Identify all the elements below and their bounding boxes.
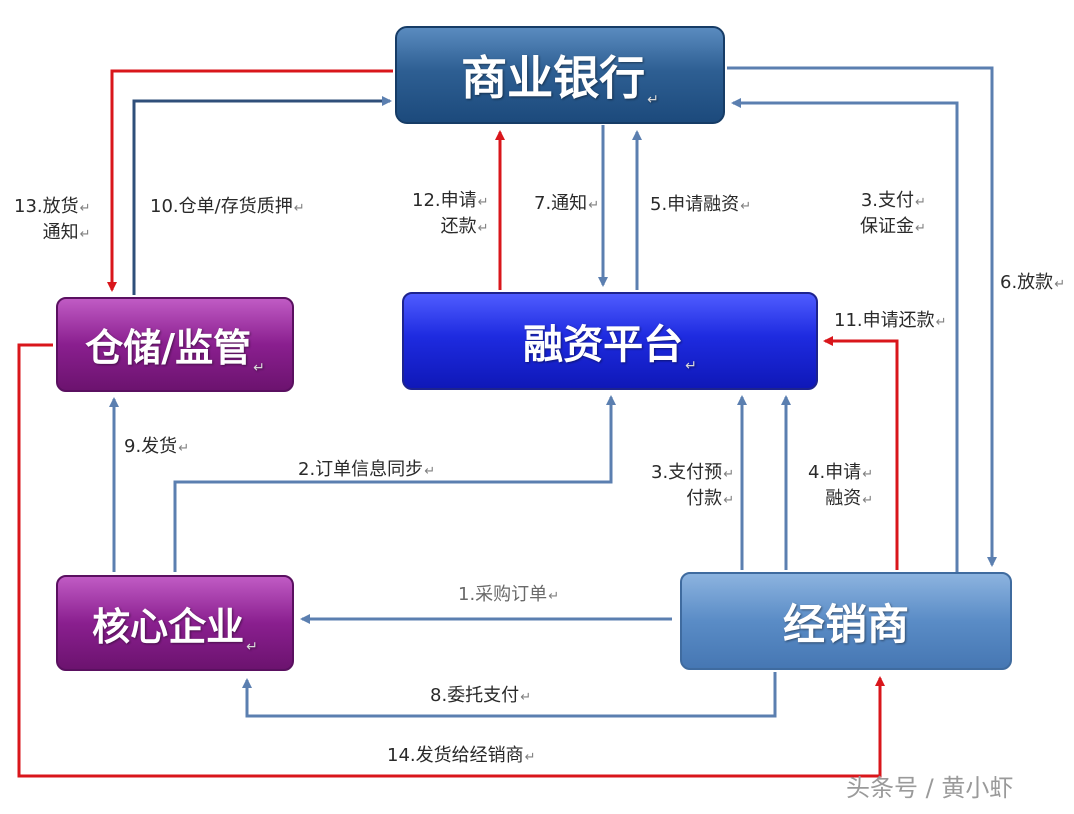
- step-1-label: 1.采购订单↵: [458, 584, 560, 605]
- step-10-label: 10.仓单/存货质押↵: [150, 196, 305, 217]
- return-mark-icon: ↵: [862, 467, 874, 482]
- step-4-label: 4.申请↵ 融资↵: [808, 462, 874, 509]
- step-3-deposit-label: 3​.支付↵ 保证金↵: [860, 190, 926, 237]
- return-mark-icon: ↵: [178, 441, 190, 456]
- return-mark-icon: ↵: [647, 92, 659, 108]
- return-mark-icon: ↵: [424, 464, 436, 479]
- step-2-label: 2.订单信息同步↵: [298, 459, 436, 480]
- return-mark-icon: ↵: [520, 690, 532, 705]
- return-mark-icon: ↵: [79, 201, 91, 216]
- return-mark-icon: ↵: [740, 199, 752, 214]
- commercial-bank-label: 商业银行: [461, 51, 646, 105]
- warehouse-supervision-label: 仓储/监管: [85, 326, 252, 370]
- core-enterprise-label: 核心企业: [92, 604, 245, 649]
- arrow-13-release-notice: [107, 69, 393, 292]
- warehouse-supervision-node: 仓储/监管↵: [56, 297, 294, 392]
- return-mark-icon: ↵: [915, 221, 926, 236]
- step-6-label: 6.放款↵: [1000, 272, 1066, 293]
- return-mark-icon: ↵: [477, 221, 489, 236]
- arrow-3-pay-deposit: [731, 98, 959, 572]
- arrow-11-apply-repayment: [823, 336, 899, 570]
- financing-platform-node: 融资平台↵: [402, 292, 818, 390]
- watermark: 头条号 / 黄小虾: [846, 774, 1014, 802]
- return-mark-icon: ↵: [293, 201, 305, 216]
- return-mark-icon: ↵: [588, 198, 600, 213]
- step-12-label: 12.申请↵ 还款↵: [412, 190, 489, 237]
- return-mark-icon: ↵: [862, 493, 874, 508]
- arrow-14-ship-to-dealer: [17, 343, 885, 778]
- return-mark-icon: ↵: [246, 639, 258, 655]
- commercial-bank-node: 商业银行↵: [395, 26, 725, 124]
- return-mark-icon: ↵: [1054, 277, 1066, 292]
- return-mark-icon: ↵: [79, 227, 91, 242]
- return-mark-icon: ↵: [253, 360, 265, 376]
- step-13-label: 13.放货↵ 通知↵: [14, 196, 91, 243]
- financing-platform-label: 融资平台: [523, 322, 684, 368]
- return-mark-icon: ↵: [723, 467, 735, 482]
- return-mark-icon: ↵: [723, 493, 735, 508]
- return-mark-icon: ↵: [915, 195, 926, 210]
- return-mark-icon: ↵: [524, 750, 536, 765]
- return-mark-icon: ↵: [477, 195, 489, 210]
- step-3-advance-label: 3.支付预↵ 付款↵: [651, 462, 735, 509]
- core-enterprise-node: 核心企业↵: [56, 575, 294, 671]
- step-11-label: 11.申请还款↵: [834, 310, 947, 331]
- arrow-10-pledge: [132, 96, 392, 295]
- return-mark-icon: ↵: [935, 315, 947, 330]
- step-7-label: 7.通知↵: [534, 193, 600, 214]
- step-9-label: 9.发货↵: [124, 436, 190, 457]
- return-mark-icon: ↵: [685, 358, 697, 374]
- step-14-label: 14.发货给经销商↵: [387, 745, 536, 766]
- step-5-label: 5.申请融资↵: [650, 194, 752, 215]
- return-mark-icon: ↵: [548, 589, 560, 604]
- dealer-label: 经销商: [782, 599, 909, 649]
- arrow-6-loan: [727, 66, 997, 567]
- step-8-label: 8.委托支付↵: [430, 685, 532, 706]
- dealer-node: 经销商: [680, 572, 1012, 670]
- arrow-2-order-sync: [173, 395, 616, 572]
- arrow-8-entrusted-payment: [242, 672, 777, 718]
